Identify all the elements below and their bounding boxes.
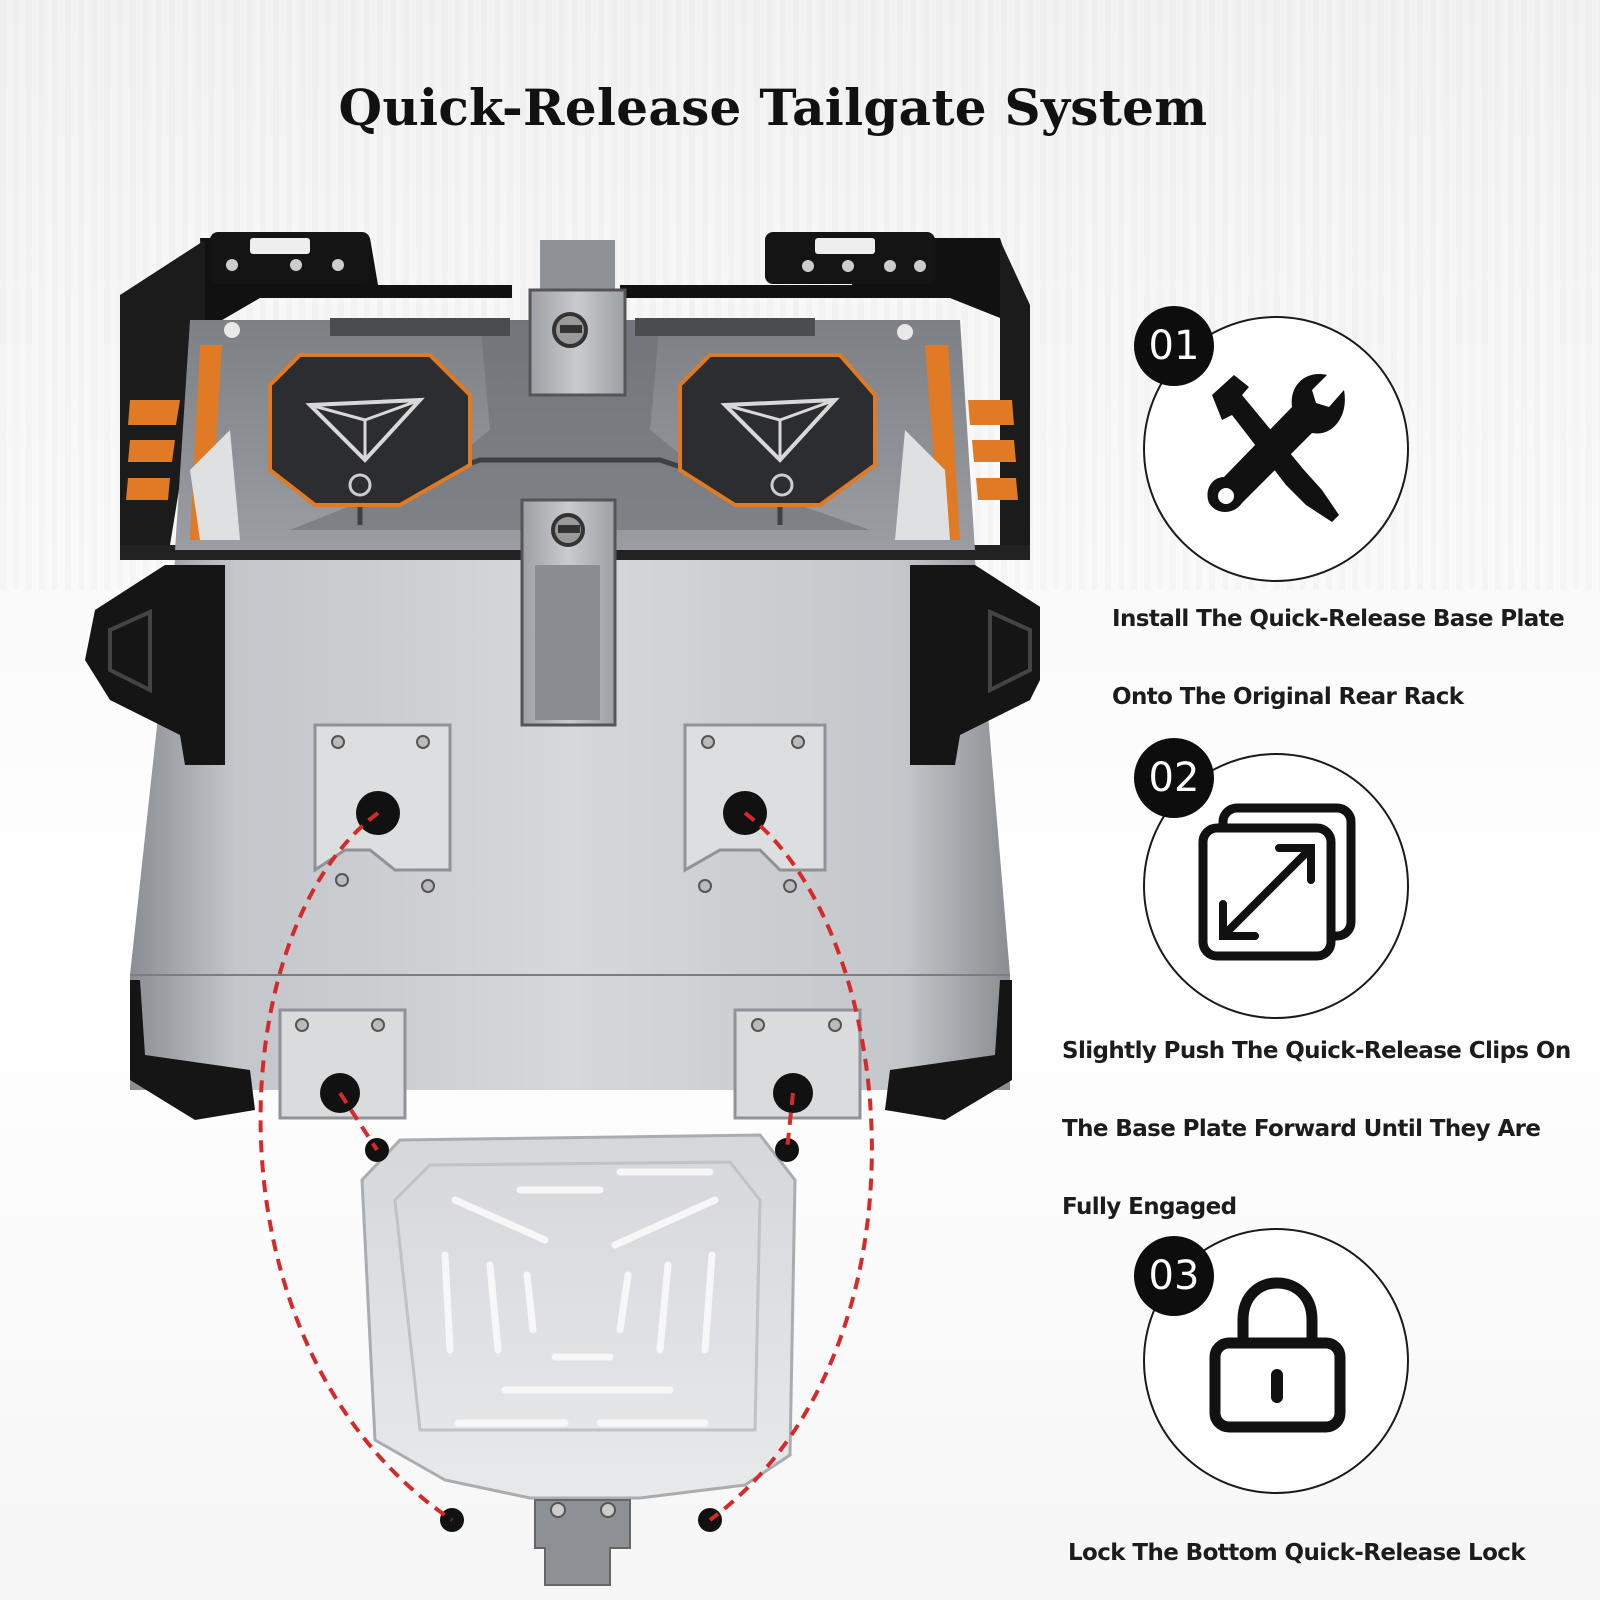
orange-side-graphic-right — [895, 345, 1018, 540]
top-handle-right — [765, 232, 935, 284]
corner-guard-top-right — [910, 565, 1040, 765]
step-3-text: Lock The Bottom Quick-Release Lock — [1068, 1514, 1526, 1592]
mount-bracket-lower-right — [733, 1008, 862, 1120]
step-2-line-2: The Base Plate Forward Until They Are — [1062, 1116, 1541, 1142]
step-2-line-3: Fully Engaged — [1062, 1194, 1237, 1220]
quick-release-base-plate — [360, 1133, 799, 1586]
lid-strip-left — [330, 318, 510, 336]
orange-side-graphic-left — [126, 345, 240, 540]
step-1-line-1: Install The Quick-Release Base Plate — [1112, 606, 1565, 632]
alignment-guides — [258, 811, 874, 1522]
mount-bracket-upper-left — [313, 723, 452, 893]
step-2-line-1: Slightly Push The Quick-Release Clips On — [1062, 1038, 1571, 1064]
step-1-line-2: Onto The Original Rear Rack — [1112, 684, 1464, 710]
step-3-line-1: Lock The Bottom Quick-Release Lock — [1068, 1540, 1526, 1566]
lid-strip-right — [635, 318, 815, 336]
corner-guard-bottom-left — [130, 980, 255, 1120]
step-2-text: Slightly Push The Quick-Release Clips On… — [1062, 1012, 1571, 1246]
step-3-circle — [1143, 1228, 1409, 1494]
top-handle-left — [210, 232, 370, 284]
step-1-text: Install The Quick-Release Base Plate Ont… — [1112, 580, 1565, 736]
mount-bracket-lower-left — [278, 1008, 407, 1120]
lid-emblem-left — [268, 353, 472, 507]
wrench-screwdriver-icon — [1207, 374, 1345, 522]
top-case-illustration — [85, 232, 1040, 1586]
top-latch — [528, 240, 627, 397]
case-body — [130, 560, 1010, 1090]
step-3-number: 03 — [1134, 1236, 1214, 1316]
page-title: Quick-Release Tailgate System — [338, 78, 1208, 137]
resize-squares-icon — [1198, 803, 1356, 961]
corner-guard-top-left — [85, 565, 225, 765]
front-latch — [520, 498, 617, 727]
lid-emblem-right — [678, 353, 877, 507]
corner-guard-bottom-right — [885, 980, 1012, 1120]
step-2-number: 02 — [1134, 738, 1214, 818]
step-1-number: 01 — [1134, 306, 1214, 386]
padlock-icon — [1209, 1277, 1346, 1433]
